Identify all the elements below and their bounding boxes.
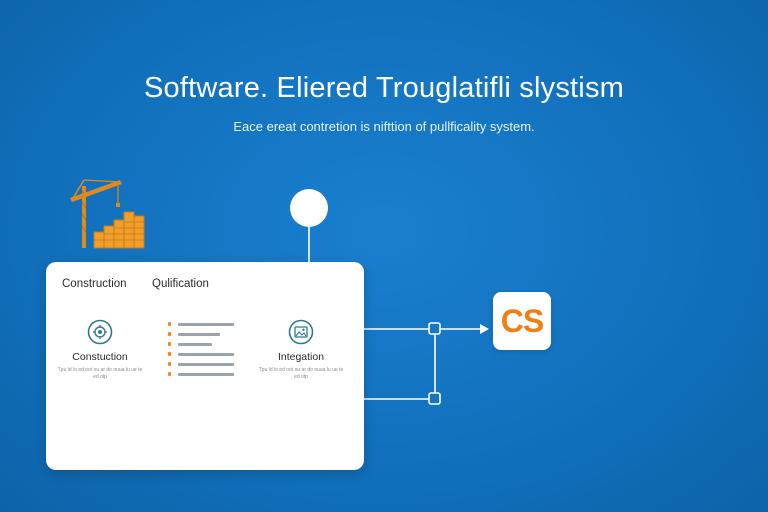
- top-node-circle: [290, 189, 328, 227]
- process-card: Construction Qulification Constuction Tp…: [46, 262, 364, 470]
- item-label-integration: Integation: [277, 351, 325, 363]
- column-header-construction: Construction: [62, 278, 127, 290]
- cs-label: CS: [500, 302, 544, 339]
- upper-junction-node: [428, 322, 441, 335]
- cs-target-box: CS: [493, 292, 551, 350]
- lower-junction-node: [428, 392, 441, 405]
- page-title: Software. Eliered Trouglatifli slystism: [143, 72, 624, 104]
- arrow-head: [480, 324, 489, 334]
- gear-icon: [87, 319, 113, 345]
- crane-icon: [70, 179, 145, 249]
- item-caption-construction: Tpu ld lo ed oot ou ar do ouua lu ue te …: [57, 367, 143, 380]
- item-caption-integration: Tpu ld lo ed oot ou ar do ouua lu ue te …: [258, 367, 344, 380]
- image-icon: [288, 319, 314, 345]
- page-subtitle: Eace ereat contretion is nifttion of pul…: [233, 119, 535, 134]
- item-label-construction: Constuction: [72, 351, 128, 363]
- column-header-qualification: Qulification: [152, 278, 209, 290]
